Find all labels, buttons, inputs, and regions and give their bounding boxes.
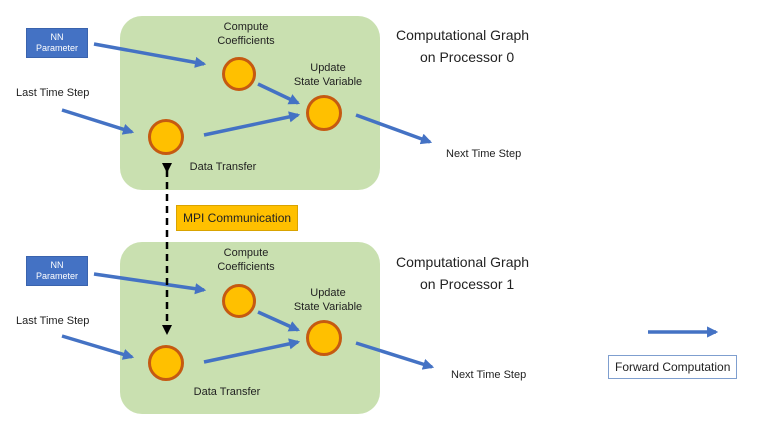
nn-label-line1: NN [50, 32, 64, 42]
legend-forward-computation: Forward Computation [608, 355, 738, 379]
arrow-compute-to-update-0 [257, 82, 301, 105]
data-transfer-node-1 [148, 345, 184, 381]
nn-label-line2: Parameter [35, 271, 79, 281]
arrow-update-to-next-1 [355, 341, 435, 370]
nn-parameter-box-1: NN Parameter [26, 256, 88, 286]
next-time-step-label-1: Next Time Step [451, 369, 527, 381]
arrow-last-to-transfer-1 [61, 334, 135, 360]
data-transfer-label-0: Data Transfer [189, 161, 257, 173]
nn-parameter-box-0: NN Parameter [26, 28, 88, 58]
nn-label-line1: NN [50, 260, 64, 270]
compute-coefficients-label-1: Compute Coefficients [196, 246, 296, 274]
data-transfer-node-0 [148, 119, 184, 155]
processor-0-title-line1: Computational Graph [396, 27, 530, 43]
nn-label-line2: Parameter [35, 43, 79, 53]
arrow-nn-to-compute-0 [93, 42, 207, 68]
update-state-node-0 [306, 95, 342, 131]
processor-0-title: Computational Graph on Processor 0 [396, 24, 566, 68]
processor-1-title: Computational Graph on Processor 1 [396, 251, 566, 295]
processor-1-title-line2: on Processor 1 [420, 276, 515, 292]
compute-coefficients-node-0 [222, 57, 256, 91]
arrow-transfer-to-update-0 [203, 111, 301, 137]
last-time-step-label-1: Last Time Step [16, 315, 90, 327]
compute-coefficients-node-1 [222, 284, 256, 318]
arrow-nn-to-compute-1 [93, 272, 207, 295]
compute-line1: Compute [223, 21, 269, 33]
arrow-last-to-transfer-0 [61, 108, 135, 135]
processor-1-title-line1: Computational Graph [396, 254, 530, 270]
compute-coefficients-label-0: Compute Coefficients [196, 20, 296, 48]
update-state-label-0: Update State Variable [278, 61, 378, 89]
compute-line2: Coefficients [217, 35, 275, 47]
mpi-communication-label: MPI Communication [176, 205, 299, 231]
update-line1: Update [310, 287, 346, 299]
arrow-update-to-next-0 [355, 113, 433, 145]
data-transfer-label-1: Data Transfer [193, 386, 261, 398]
next-time-step-label-0: Next Time Step [446, 148, 522, 160]
update-state-node-1 [306, 320, 342, 356]
compute-line2: Coefficients [217, 261, 275, 273]
update-line1: Update [310, 62, 346, 74]
arrow-transfer-to-update-1 [203, 338, 301, 364]
last-time-step-label-0: Last Time Step [16, 87, 90, 99]
processor-0-title-line2: on Processor 0 [420, 49, 515, 65]
compute-line1: Compute [223, 247, 269, 259]
update-state-label-1: Update State Variable [278, 286, 378, 314]
update-line2: State Variable [293, 76, 363, 88]
arrow-compute-to-update-1 [257, 310, 301, 332]
update-line2: State Variable [293, 301, 363, 313]
